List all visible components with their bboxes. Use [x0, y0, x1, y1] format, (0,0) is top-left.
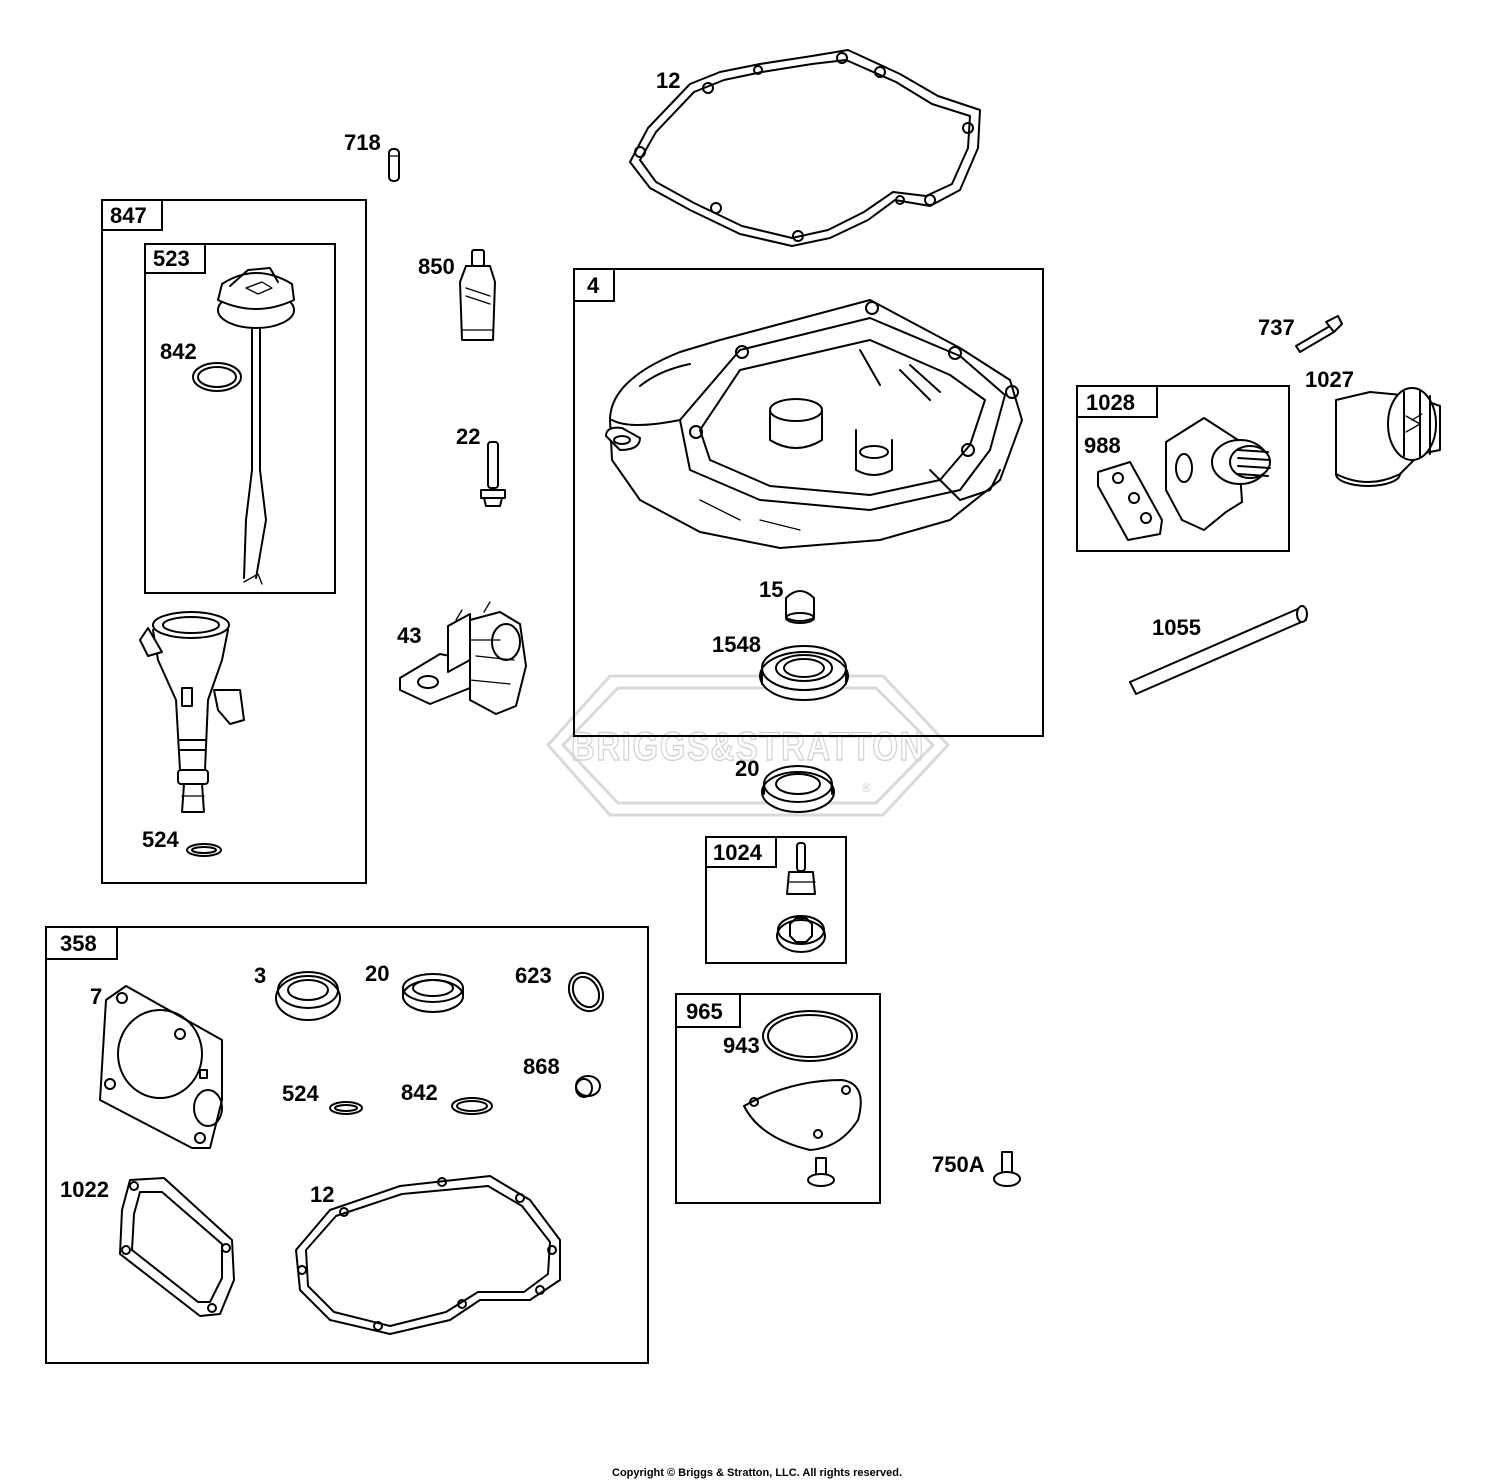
callout-43: 43	[397, 623, 421, 648]
kit-box-358: 358	[45, 926, 649, 1364]
kit-box-4-label: 4	[587, 273, 600, 298]
gasket-988	[1097, 461, 1163, 541]
callout-22: 22	[456, 424, 480, 449]
crankcase-gasket-top	[629, 49, 981, 247]
oil-seal-20-kit	[402, 973, 464, 1013]
callout-943: 943	[723, 1033, 760, 1058]
kit-box-523: 523	[144, 243, 336, 594]
copyright-notice: Copyright © Briggs & Stratton, LLC. All …	[612, 1467, 902, 1479]
callout-850: 850	[418, 254, 455, 279]
sealant-tube-850	[459, 249, 496, 341]
crankcase-cover	[605, 299, 1023, 549]
kit-box-965: 965	[675, 993, 881, 1204]
kit-box-358-label: 358	[60, 931, 97, 956]
head-gasket-7	[99, 985, 223, 1149]
kit-box-523-label: 523	[153, 246, 190, 271]
kit-box-1024: 1024	[705, 836, 847, 964]
callout-1055: 1055	[1152, 615, 1201, 640]
cap-15	[785, 590, 815, 624]
bolt-22	[480, 441, 506, 507]
watermark-registered-mark: ®	[862, 781, 871, 795]
kit-box-1024-label: 1024	[713, 840, 763, 865]
callout-988: 988	[1084, 433, 1121, 458]
bolt-737	[1295, 315, 1343, 353]
plug-868	[575, 1075, 601, 1098]
kit-box-847-label: 847	[110, 203, 147, 228]
callout-3: 3	[254, 963, 266, 988]
oil-seal-20-mid	[761, 765, 835, 813]
callout-524-left: 524	[142, 827, 179, 852]
oil-filter-1027	[1335, 387, 1441, 487]
o-ring-842-top	[192, 362, 242, 392]
dowel-pin-718	[388, 148, 400, 182]
callout-842-kit: 842	[401, 1080, 438, 1105]
callout-7: 7	[90, 984, 102, 1009]
kit-box-1028: 1028	[1076, 385, 1290, 552]
kit-box-4: 4	[573, 268, 1044, 737]
callout-524-kit: 524	[282, 1081, 319, 1106]
bearing-1548	[759, 645, 849, 701]
callout-15: 15	[759, 577, 783, 602]
kit-box-965-label: 965	[686, 999, 723, 1024]
screw-750a	[993, 1151, 1021, 1187]
o-ring-623	[567, 971, 605, 1013]
dipstick-523	[217, 267, 295, 585]
oil-filter-adapter	[1165, 417, 1271, 531]
brand-watermark: BRIGGS&STRATTON ®	[545, 674, 951, 817]
callout-623: 623	[515, 963, 552, 988]
watermark-brand-text: BRIGGS&STRATTON	[571, 725, 925, 769]
callout-1022: 1022	[60, 1177, 109, 1202]
callout-1548: 1548	[712, 632, 761, 657]
callout-842-top: 842	[160, 339, 197, 364]
callout-868: 868	[523, 1054, 560, 1079]
callout-20-kit: 20	[365, 961, 389, 986]
callout-750a: 750A	[932, 1152, 985, 1177]
callout-718: 718	[344, 130, 381, 155]
callout-737: 737	[1258, 315, 1295, 340]
o-ring-842-kit	[451, 1097, 493, 1115]
callout-12-top: 12	[656, 68, 680, 93]
callout-12-kit: 12	[310, 1182, 334, 1207]
kit-box-847: 847	[101, 199, 367, 884]
callout-20-mid: 20	[735, 756, 759, 781]
dipstick-tube	[139, 611, 245, 813]
o-ring-524-kit	[329, 1101, 363, 1115]
oil-seal-3	[275, 971, 341, 1021]
oil-pump-rotor-1024	[776, 842, 826, 953]
gasket-1022	[119, 1177, 235, 1317]
governor-assembly-43	[399, 601, 527, 715]
kit-box-1028-label: 1028	[1086, 390, 1135, 415]
o-ring-524-left	[186, 843, 222, 857]
callout-1027: 1027	[1305, 367, 1354, 392]
crankcase-gasket-kit	[295, 1175, 561, 1335]
oil-pump-cover-965	[743, 1010, 862, 1187]
tube-1055	[1129, 605, 1308, 695]
